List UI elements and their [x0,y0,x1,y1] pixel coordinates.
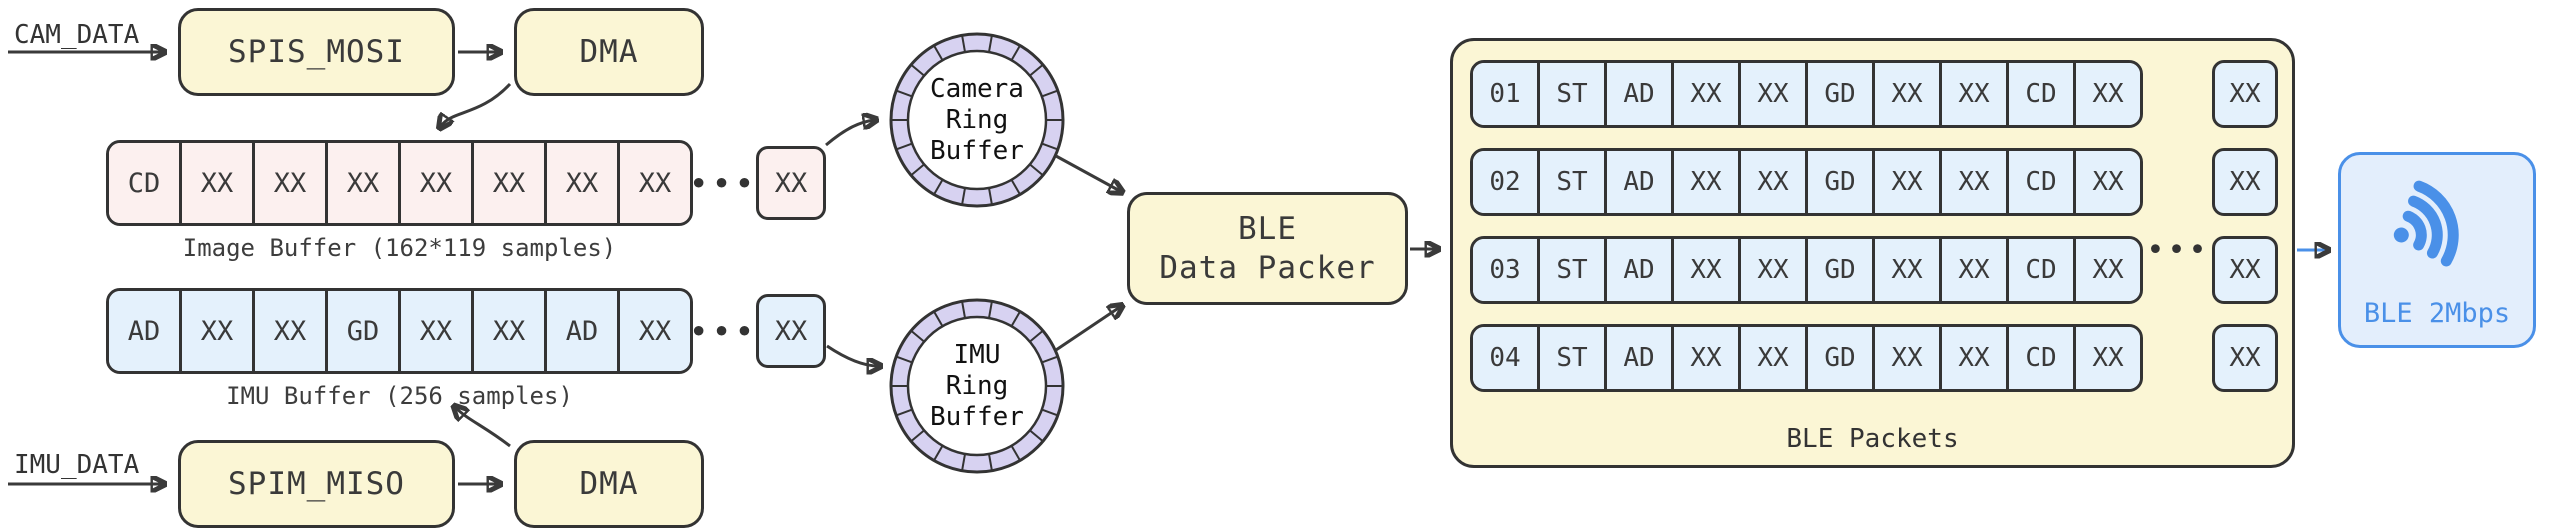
buffer-cell: GD [1805,327,1872,389]
buffer-cell: XX [179,143,252,223]
buffer-cell: XX [2073,239,2140,301]
buffer-cell: XX [617,291,690,371]
buffer-cell: XX [1671,151,1738,213]
buffer-cell: 01 [1473,63,1537,125]
imu-data-label: IMU_DATA [14,450,140,480]
packet-tail-cell-1: XX [2212,60,2278,128]
ble-packets-caption: BLE Packets [1786,424,1959,454]
packet-tail-cell-4: XX [2212,324,2278,392]
image-buffer-tail-cell: XX [756,146,826,220]
arrow-dma-to-imu-buffer [456,408,511,448]
buffer-cell: XX [1671,327,1738,389]
buffer-cell: XX [1939,327,2006,389]
buffer-cell: XX [1671,239,1738,301]
image-buffer-caption: Image Buffer (162*119 samples) [182,234,617,262]
spim-miso-box: SPIM_MISO [178,440,455,528]
dma-top-label: DMA [579,34,639,70]
buffer-cell: XX [1939,239,2006,301]
spim-miso-label: SPIM_MISO [228,466,405,502]
buffer-cell: XX [252,291,325,371]
imu-ring-buffer [889,298,1065,474]
buffer-cell: AD [1604,239,1671,301]
dma-bottom-label: DMA [579,466,639,502]
buffer-cell: ST [1537,327,1604,389]
ble-signal-icon [2393,180,2459,267]
buffer-cell: XX [2073,327,2140,389]
buffer-cell: CD [2006,151,2073,213]
dma-bottom-box: DMA [514,440,704,528]
buffer-cell: XX [1939,151,2006,213]
buffer-cell: AD [544,291,617,371]
buffer-cell: XX [252,143,325,223]
buffer-cell: CD [109,143,179,223]
buffer-cell: XX [1738,63,1805,125]
buffer-cell: GD [325,291,398,371]
buffer-cell: XX [398,143,471,223]
spis-mosi-box: SPIS_MOSI [178,8,455,96]
buffer-cell: XX [1872,239,1939,301]
ble-data-packer-box: BLE Data Packer [1127,192,1408,305]
buffer-cell: GD [1805,63,1872,125]
packet-tail-cell-3: XX [2212,236,2278,304]
buffer-cell: XX [1738,327,1805,389]
buffer-cell: XX [1738,239,1805,301]
buffer-cell: XX [617,143,690,223]
buffer-cell: XX [1671,63,1738,125]
ble-data-packer-label: BLE Data Packer [1159,210,1376,286]
imu-buffer-tail-cell: XX [756,294,826,368]
packet-tail-cell-2: XX [2212,148,2278,216]
buffer-cell: GD [1805,239,1872,301]
camera-ring-buffer-label: Camera Ring Buffer [930,74,1024,166]
buffer-cell: CD [2006,63,2073,125]
arrow-imu-buffer-to-imu-ring [826,344,878,366]
buffer-cell: XX [398,291,471,371]
imu-buffer-ellipsis: ••• [688,311,758,351]
buffer-cell: ST [1537,63,1604,125]
buffer-cell: AD [1604,151,1671,213]
arrow-dma-to-image-buffer [441,82,512,126]
buffer-cell: XX [544,143,617,223]
buffer-cell: XX [1872,327,1939,389]
buffer-cell: XX [2073,151,2140,213]
buffer-cell: GD [1805,151,1872,213]
ble-radio-label: BLE 2Mbps [2363,298,2511,329]
buffer-cell: ST [1537,151,1604,213]
camera-ring-buffer [889,32,1065,208]
image-buffer-ellipsis: ••• [688,163,758,203]
buffer-cell: XX [179,291,252,371]
arrow-image-buffer-to-camera-ring [825,120,874,147]
buffer-cell: 03 [1473,239,1537,301]
buffer-cell: XX [471,291,544,371]
buffer-cell: 04 [1473,327,1537,389]
spis-mosi-label: SPIS_MOSI [228,34,405,70]
buffer-cell: ST [1537,239,1604,301]
buffer-cell: AD [1604,63,1671,125]
ring-segments [891,301,1063,471]
buffer-cell: 02 [1473,151,1537,213]
buffer-cell: XX [1939,63,2006,125]
buffer-cell: XX [325,143,398,223]
cam-data-label: CAM_DATA [14,20,140,50]
buffer-cell: AD [109,291,179,371]
ring-segments [891,35,1063,205]
dma-top-box: DMA [514,8,704,96]
buffer-cell: CD [2006,239,2073,301]
buffer-cell: CD [2006,327,2073,389]
buffer-cell: XX [471,143,544,223]
buffer-cell: XX [1872,151,1939,213]
imu-ring-buffer-label: IMU Ring Buffer [930,340,1024,432]
packets-ellipsis: ••• [2146,232,2210,268]
buffer-cell: XX [1738,151,1805,213]
buffer-cell: XX [2073,63,2140,125]
buffer-cell: XX [1872,63,1939,125]
buffer-cell: AD [1604,327,1671,389]
imu-buffer-caption: IMU Buffer (256 samples) [226,382,573,410]
